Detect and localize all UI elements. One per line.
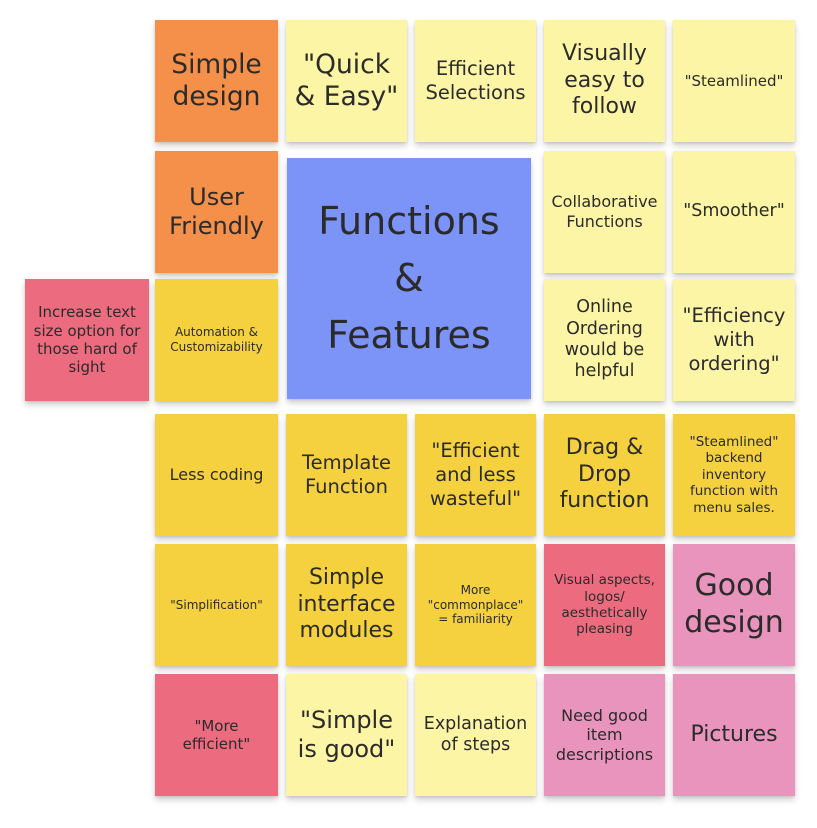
note-text: "More efficient" <box>182 716 251 753</box>
sticky-note-visually-easy[interactable]: Visually easy to follow <box>544 20 665 142</box>
note-text: Increase text size option for those hard… <box>33 303 141 377</box>
note-text: Template Function <box>302 451 391 498</box>
sticky-note-quick-and-easy[interactable]: "Quick & Easy" <box>286 20 407 142</box>
note-text: Visual aspects, logos/ aesthetically ple… <box>554 572 655 638</box>
sticky-note-efficiency-with-ordering[interactable]: "Efficiency with ordering" <box>673 279 795 401</box>
sticky-note-simplification[interactable]: "Simplification" <box>155 544 278 666</box>
sticky-note-drag-and-drop[interactable]: Drag & Drop function <box>544 414 665 536</box>
note-text: Drag & Drop function <box>559 434 650 514</box>
note-text: Simple design <box>171 48 262 112</box>
note-text: Pictures <box>690 721 778 747</box>
note-text: Online Ordering would be helpful <box>564 297 645 382</box>
sticky-note-pictures[interactable]: Pictures <box>673 674 795 796</box>
note-text: "Smoother" <box>683 201 785 222</box>
sticky-note-increase-text-size[interactable]: Increase text size option for those hard… <box>25 279 149 401</box>
note-text: "Steamlined" <box>684 71 784 90</box>
sticky-note-user-friendly[interactable]: User Friendly <box>155 151 278 273</box>
note-text: Collaborative Functions <box>551 192 658 231</box>
sticky-note-steamlined[interactable]: "Steamlined" <box>673 20 795 142</box>
note-text: "Simple is good" <box>297 705 396 763</box>
note-text: Simple interface modules <box>297 564 396 644</box>
sticky-note-commonplace-familiarity[interactable]: More "commonplace" = familiarity <box>415 544 536 666</box>
note-text: Functions & Features <box>318 199 500 357</box>
sticky-note-item-descriptions[interactable]: Need good item descriptions <box>544 674 665 796</box>
note-text: Efficient Selections <box>425 57 526 104</box>
sticky-note-smoother[interactable]: "Smoother" <box>673 151 795 273</box>
sticky-note-steamlined-backend[interactable]: "Steamlined" backend inventory function … <box>673 414 795 536</box>
sticky-note-efficient-less-wasteful[interactable]: "Efficient and less wasteful" <box>415 414 536 536</box>
sticky-note-efficient-selections[interactable]: Efficient Selections <box>415 20 536 142</box>
note-text: More "commonplace" = familiarity <box>427 583 524 627</box>
sticky-note-simple-design[interactable]: Simple design <box>155 20 278 142</box>
note-text: "Efficiency with ordering" <box>682 304 786 375</box>
note-text: Less coding <box>169 465 264 485</box>
sticky-note-less-coding[interactable]: Less coding <box>155 414 278 536</box>
sticky-note-visual-aspects[interactable]: Visual aspects, logos/ aesthetically ple… <box>544 544 665 666</box>
note-text: "Efficient and less wasteful" <box>429 439 522 510</box>
sticky-note-good-design[interactable]: Good design <box>673 544 795 666</box>
note-text: User Friendly <box>169 182 264 240</box>
sticky-note-functions-and-features[interactable]: Functions & Features <box>287 158 531 399</box>
sticky-note-simple-is-good[interactable]: "Simple is good" <box>286 674 407 796</box>
sticky-note-explanation-of-steps[interactable]: Explanation of steps <box>415 674 536 796</box>
note-text: Explanation of steps <box>423 713 528 755</box>
note-text: "Quick & Easy" <box>294 48 399 112</box>
sticky-note-automation-customizability[interactable]: Automation & Customizability <box>155 279 278 401</box>
note-text: Automation & Customizability <box>170 325 263 354</box>
note-text: Good design <box>684 568 784 640</box>
sticky-note-template-function[interactable]: Template Function <box>286 414 407 536</box>
note-text: "Simplification" <box>170 597 263 612</box>
note-text: Visually easy to follow <box>562 40 647 120</box>
sticky-note-simple-interface-modules[interactable]: Simple interface modules <box>286 544 407 666</box>
note-text: Need good item descriptions <box>555 705 654 764</box>
sticky-note-more-efficient[interactable]: "More efficient" <box>155 674 278 796</box>
sticky-note-online-ordering[interactable]: Online Ordering would be helpful <box>544 279 665 401</box>
note-text: "Steamlined" backend inventory function … <box>689 433 779 516</box>
sticky-note-collaborative-functions[interactable]: Collaborative Functions <box>544 151 665 273</box>
